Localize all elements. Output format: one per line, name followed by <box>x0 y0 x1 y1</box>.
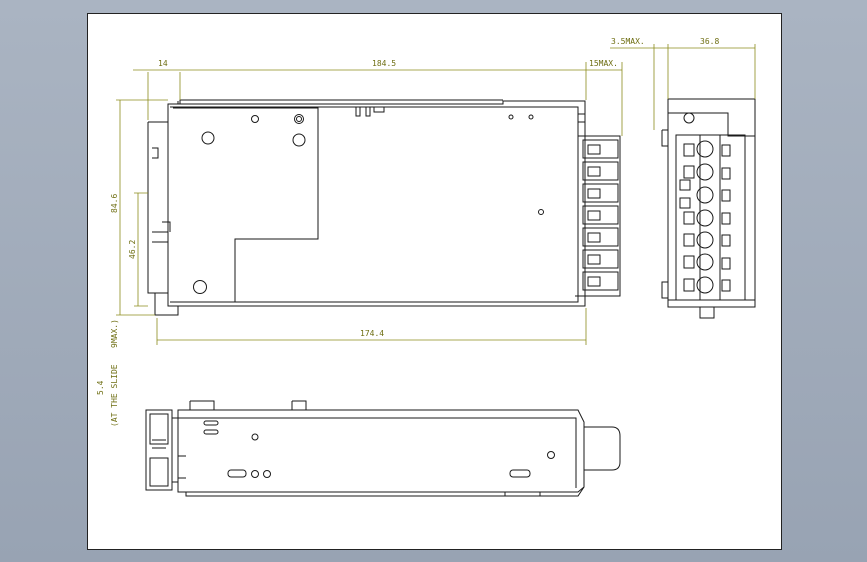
front-view <box>147 99 621 316</box>
dim-15max: 15MAX. <box>589 59 618 68</box>
front-view-dimensions: 14 184.5 15MAX. 84.6 46.2 174.4 5.4 (AT … <box>96 59 623 427</box>
slide-note: (AT THE SLIDE <box>110 364 119 427</box>
bottom-view <box>145 400 621 497</box>
dim-9max: 9MAX.) <box>110 319 119 348</box>
dim-46-2: 46.2 <box>128 240 137 259</box>
dim-3-5max: 3.5MAX. <box>611 37 645 46</box>
terminal-slots <box>582 139 619 291</box>
dim-184-5: 184.5 <box>372 59 396 68</box>
side-view-dimensions: 3.5MAX. 36.8 <box>610 37 756 130</box>
side-terminal-circles <box>696 140 714 294</box>
dim-36-8: 36.8 <box>700 37 719 46</box>
dim-174-4: 174.4 <box>360 329 384 338</box>
dim-84-6: 84.6 <box>110 194 119 213</box>
side-view <box>661 98 756 319</box>
dim-14: 14 <box>158 59 168 68</box>
dim-5-4: 5.4 <box>96 380 105 395</box>
